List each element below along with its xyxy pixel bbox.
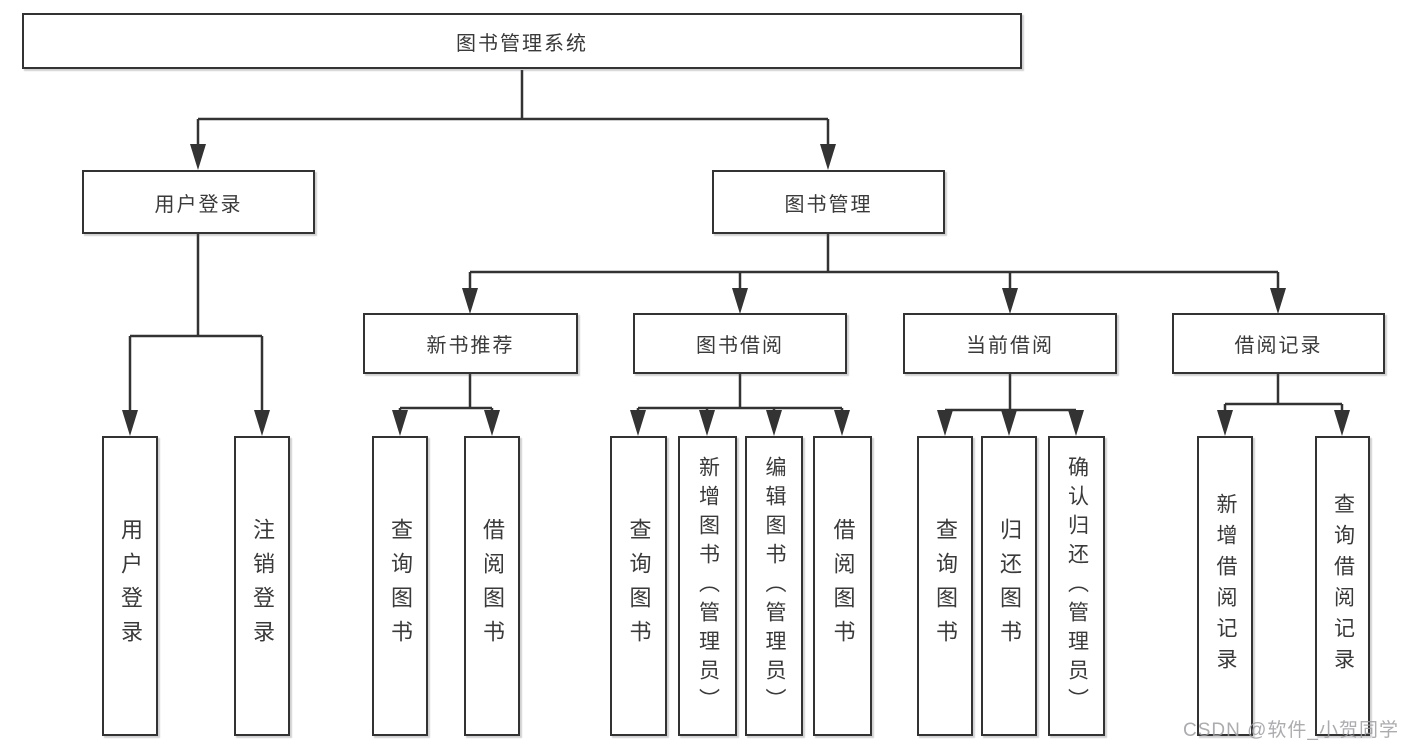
arrow-icon	[392, 410, 408, 436]
leaf-logout: 注销登录	[234, 436, 290, 736]
arrow-icon	[484, 410, 500, 436]
node-new-book-recommend: 新书推荐	[363, 313, 578, 374]
arrow-icon	[122, 410, 138, 436]
arrow-icon	[462, 288, 478, 314]
arrow-icon	[834, 410, 850, 436]
leaf-borrow-query-books: 查询图书	[610, 436, 667, 736]
leaf-add-borrow-record: 新增借阅记录	[1197, 436, 1253, 736]
leaf-newbook-query-books: 查询图书	[372, 436, 428, 736]
leaf-current-query-books: 查询图书	[917, 436, 973, 736]
leaf-newbook-borrow-books: 借阅图书	[464, 436, 520, 736]
arrow-icon	[937, 410, 953, 436]
leaf-return-books: 归还图书	[981, 436, 1037, 736]
arrow-icon	[766, 410, 782, 436]
arrow-icon	[630, 410, 646, 436]
node-system-root: 图书管理系统	[22, 13, 1022, 69]
arrow-icon	[732, 288, 748, 314]
arrowheads	[122, 144, 1350, 436]
leaf-query-borrow-record: 查询借阅记录	[1315, 436, 1370, 736]
leaf-borrow-books: 借阅图书	[813, 436, 872, 736]
arrow-icon	[1270, 288, 1286, 314]
arrow-icon	[1217, 410, 1233, 436]
arrow-icon	[699, 410, 715, 436]
node-book-management-module: 图书管理	[712, 170, 945, 234]
arrow-icon	[1002, 288, 1018, 314]
arrow-icon	[1001, 410, 1017, 436]
leaf-confirm-return-admin: 确认归还（管理员）	[1048, 436, 1105, 736]
connector-lines	[128, 70, 1344, 418]
arrow-icon	[820, 144, 836, 170]
node-borrow-records: 借阅记录	[1172, 313, 1385, 374]
node-current-borrow: 当前借阅	[903, 313, 1117, 374]
watermark: CSDN @软件_小贺同学	[1183, 720, 1399, 741]
arrow-icon	[1068, 410, 1084, 436]
arrow-icon	[190, 144, 206, 170]
leaf-edit-books-admin: 编辑图书（管理员）	[745, 436, 803, 736]
arrow-icon	[1334, 410, 1350, 436]
node-user-login-module: 用户登录	[82, 170, 315, 234]
leaf-add-books-admin: 新增图书（管理员）	[678, 436, 737, 736]
leaf-user-login: 用户登录	[102, 436, 158, 736]
arrow-icon	[254, 410, 270, 436]
node-book-borrow: 图书借阅	[633, 313, 847, 374]
